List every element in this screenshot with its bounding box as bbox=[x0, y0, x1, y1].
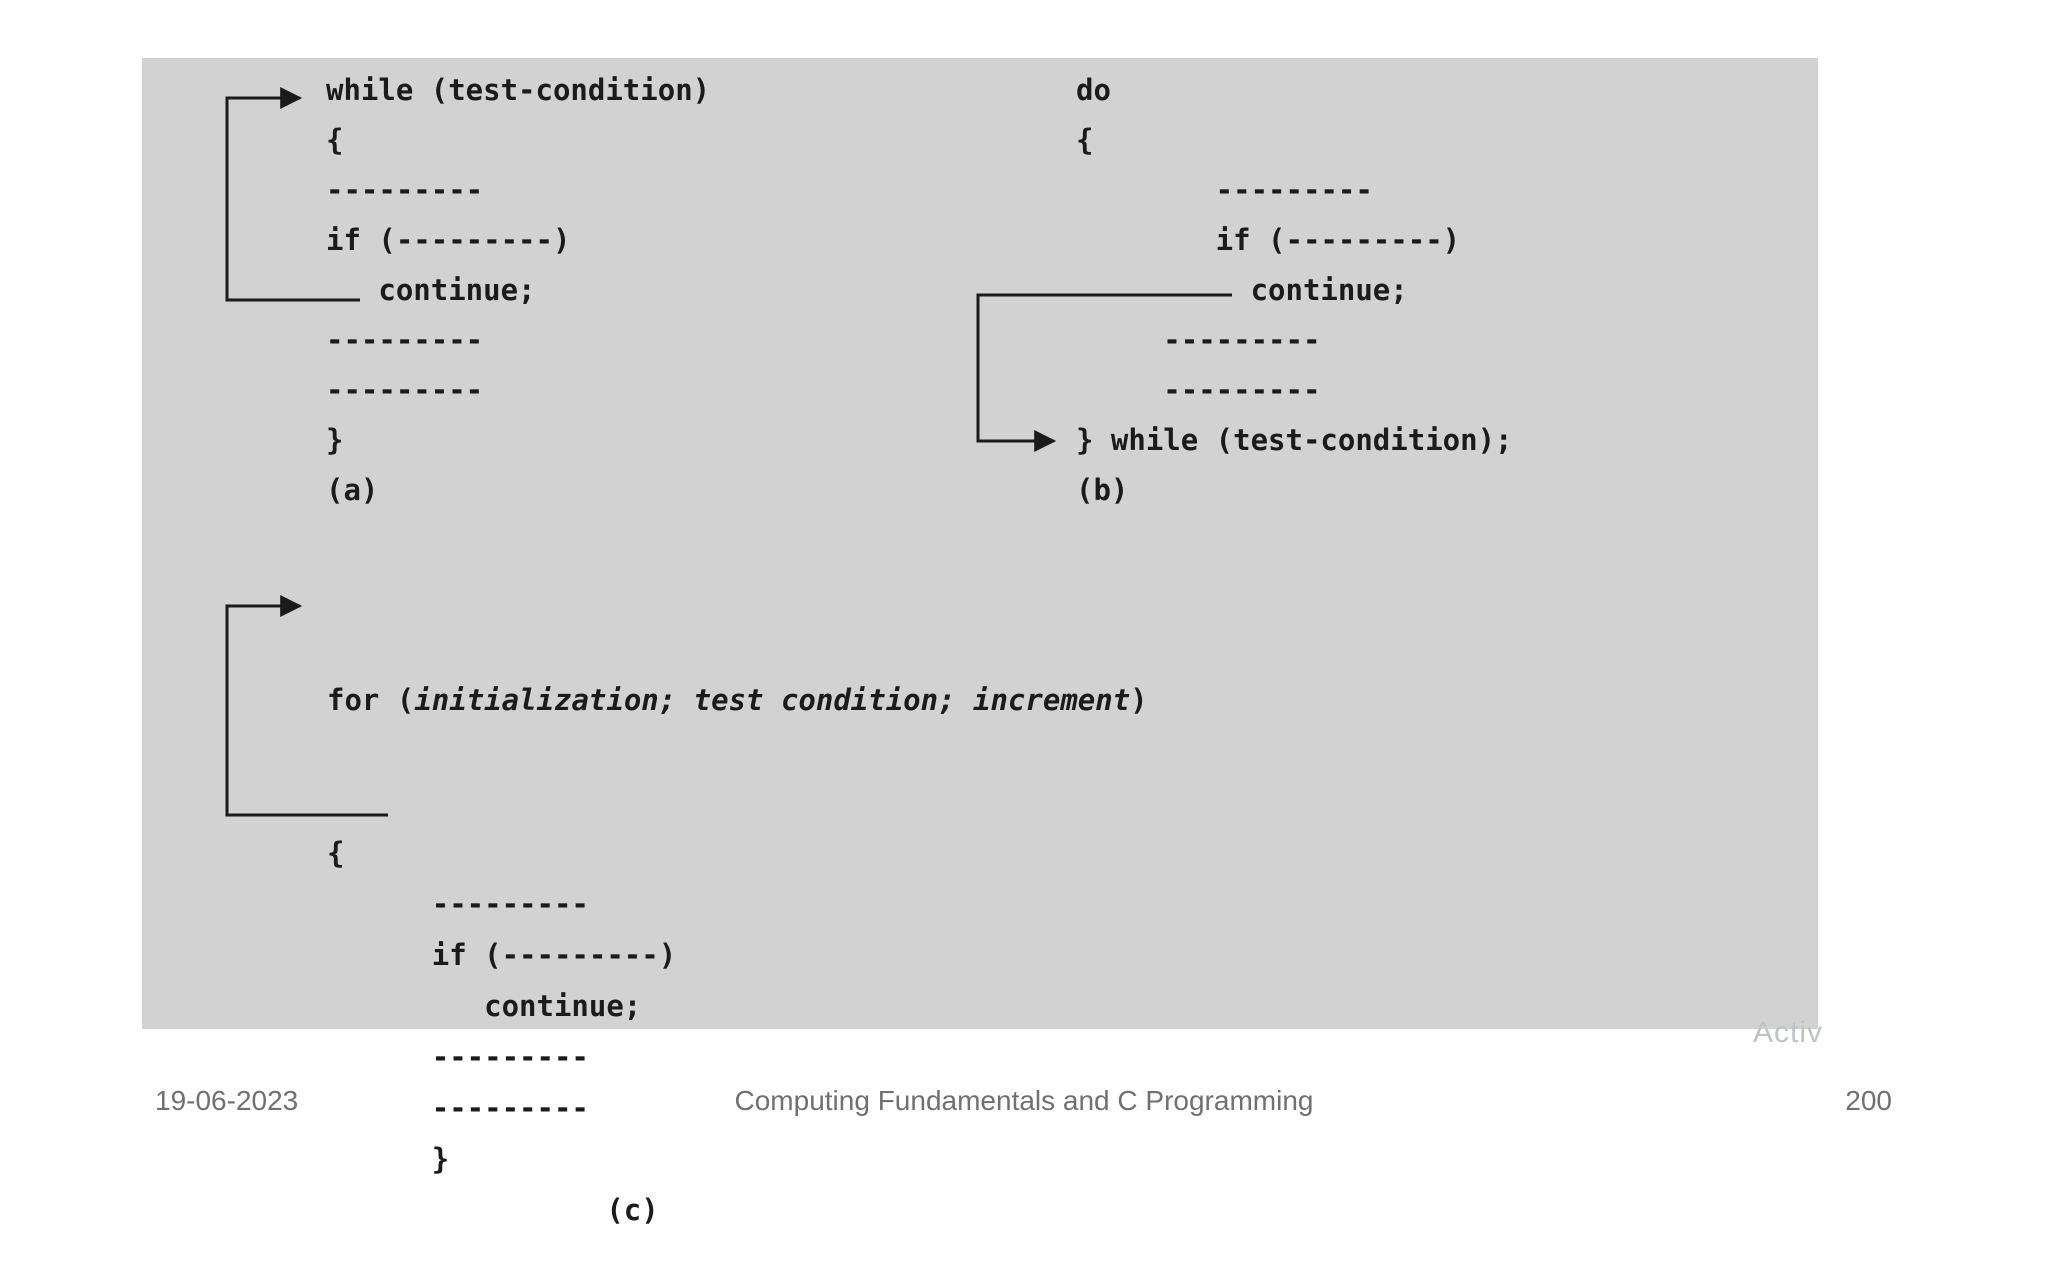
figure-panel bbox=[142, 58, 1818, 1029]
slide: { "slide": { "background_color": "#fffff… bbox=[142, 58, 1892, 1227]
footer-date: 19-06-2023 bbox=[155, 1085, 299, 1116]
for-statement-line: for (initialization; test condition; inc… bbox=[327, 675, 1148, 726]
for-keyword: for ( bbox=[327, 683, 415, 717]
while-loop-code-block: while (test-condition) { --------- if (-… bbox=[326, 73, 711, 507]
for-loop-code-block: for (initialization; test condition; inc… bbox=[327, 573, 1148, 1287]
for-close-paren: ) bbox=[1130, 683, 1148, 717]
watermark-text: Activ bbox=[1753, 1016, 1824, 1049]
footer-page-number: 200 bbox=[1845, 1085, 1892, 1116]
for-loop-body: { --------- if (---------) continue; ---… bbox=[327, 836, 677, 1227]
footer-title: Computing Fundamentals and C Programming bbox=[734, 1085, 1314, 1116]
do-while-loop-code-block: do { --------- if (---------) continue; … bbox=[1076, 73, 1513, 507]
for-parameters-italic: initialization; test condition; incremen… bbox=[414, 683, 1131, 717]
